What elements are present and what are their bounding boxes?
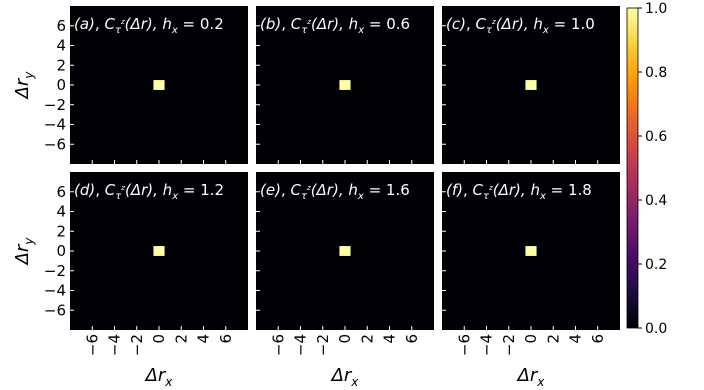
colorbar: 0.0 0.2 0.4 0.6 0.8 1.0 bbox=[626, 1, 667, 337]
y-tick-label: −4 bbox=[44, 116, 66, 134]
heatmap-panel-d: (d), Cτz(Δr), hx = 1.26420−2−4−6Δry−6−4−… bbox=[12, 172, 248, 389]
heatmap-panel-a: (a), Cτz(Δr), hx = 0.2 6 42 0 −2 −4−6 Δry bbox=[12, 6, 248, 164]
heatmap-cell bbox=[153, 80, 165, 90]
panel-title: (f), Cτz(Δr), hx = 1.8 bbox=[446, 181, 592, 202]
x-tick-label: 4 bbox=[567, 334, 585, 344]
x-axis-label: Δrx bbox=[330, 365, 360, 389]
heatmap-cell bbox=[525, 246, 537, 256]
x-tick-label: 6 bbox=[403, 334, 421, 344]
x-tick-label: −6 bbox=[269, 334, 287, 356]
x-tick-label: 4 bbox=[381, 334, 399, 344]
y-tick-label: −2 bbox=[44, 96, 66, 114]
y-tick-label: 6 bbox=[56, 183, 66, 201]
heatmap-cell bbox=[339, 246, 351, 256]
x-tick-label: 2 bbox=[544, 334, 562, 344]
x-tick-label: −2 bbox=[314, 334, 332, 356]
colorbar-tick-label: 1.0 bbox=[645, 1, 667, 17]
panel-title: (a), Cτz(Δr), hx = 0.2 bbox=[74, 15, 224, 36]
x-tick-label: −4 bbox=[478, 334, 496, 356]
x-axis-label: Δrx bbox=[144, 365, 174, 389]
x-tick-label: −2 bbox=[128, 334, 146, 356]
x-tick-label: −4 bbox=[106, 334, 124, 356]
y-tick-label: 4 bbox=[56, 203, 66, 221]
y-tick-label: −6 bbox=[44, 135, 66, 153]
x-tick-label: 6 bbox=[217, 334, 235, 344]
heatmap-panel-c: (c), Cτz(Δr), hx = 1.0 bbox=[442, 6, 620, 164]
colorbar-tick-label: 0.0 bbox=[645, 321, 667, 337]
x-tick-label: 0 bbox=[522, 334, 540, 344]
heatmap-cell bbox=[153, 246, 165, 256]
y-tick-label: 0 bbox=[56, 76, 66, 94]
x-tick-label: 2 bbox=[172, 334, 190, 344]
panel-title: (c), Cτz(Δr), hx = 1.0 bbox=[446, 15, 595, 36]
x-tick-label: 2 bbox=[358, 334, 376, 344]
x-tick-label: −6 bbox=[83, 334, 101, 356]
x-tick-label: −4 bbox=[292, 334, 310, 356]
x-tick-label: −2 bbox=[500, 334, 518, 356]
y-tick-label: −2 bbox=[44, 262, 66, 280]
x-tick-label: 6 bbox=[589, 334, 607, 344]
x-axis-label: Δrx bbox=[516, 365, 546, 389]
colorbar-tick-label: 0.8 bbox=[645, 65, 667, 81]
heatmap-cell bbox=[525, 80, 537, 90]
colorbar-bar bbox=[626, 7, 639, 329]
x-tick-label: 0 bbox=[336, 334, 354, 344]
y-tick-label: 0 bbox=[56, 242, 66, 260]
y-axis-label: Δry bbox=[12, 237, 36, 267]
x-tick-label: 4 bbox=[195, 334, 213, 344]
panel-title: (d), Cτz(Δr), hx = 1.2 bbox=[74, 181, 224, 202]
y-axis-label: Δry bbox=[12, 71, 36, 101]
y-tick-label: 4 bbox=[56, 37, 66, 55]
colorbar-tick-label: 0.4 bbox=[645, 193, 667, 209]
y-tick-label: 2 bbox=[56, 56, 66, 74]
heatmap-cell bbox=[339, 80, 351, 90]
y-tick-label: −4 bbox=[44, 282, 66, 300]
y-tick-label: 6 bbox=[56, 17, 66, 35]
colorbar-tick-label: 0.6 bbox=[645, 129, 667, 145]
y-tick-label: 2 bbox=[56, 222, 66, 240]
panel-title: (b), Cτz(Δr), hx = 0.6 bbox=[260, 15, 410, 36]
x-tick-label: −6 bbox=[455, 334, 473, 356]
heatmap-panel-b: (b), Cτz(Δr), hx = 0.6 bbox=[256, 6, 434, 164]
y-tick-label: −6 bbox=[44, 301, 66, 319]
panel-title: (e), Cτz(Δr), hx = 1.6 bbox=[260, 181, 410, 202]
colorbar-tick-label: 0.2 bbox=[645, 257, 667, 273]
x-tick-label: 0 bbox=[150, 334, 168, 344]
